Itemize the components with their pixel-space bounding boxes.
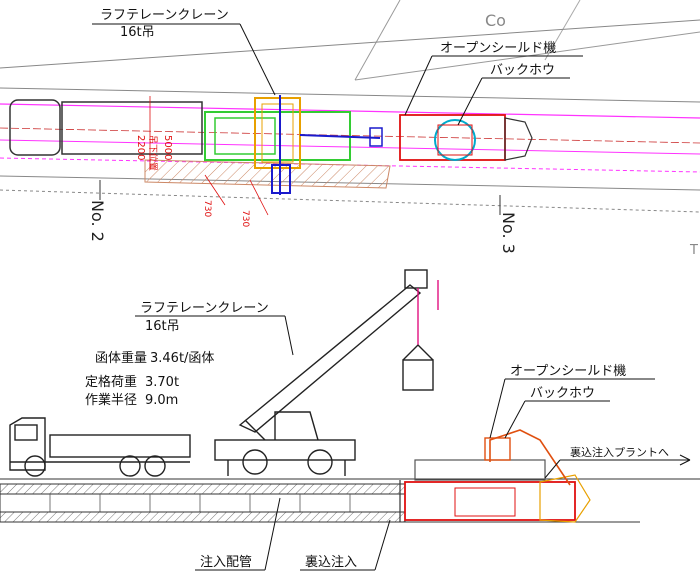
shield-cutter-plan [504, 117, 533, 161]
alignment-line [0, 87, 700, 103]
dim-small-a: 730 [202, 200, 212, 217]
crane-cab-plan [271, 164, 291, 194]
plan-shield-leader [404, 55, 433, 116]
plan-crane-title: ラフテレーンクレーン [100, 8, 229, 23]
culvert-box [0, 493, 406, 513]
crane-carrier [214, 439, 356, 461]
sling [402, 344, 434, 361]
crane-outrigger-frame [254, 97, 301, 169]
dim-length-label: 5000 [162, 135, 173, 160]
hoisted-box [402, 359, 434, 391]
spec-weight-label: 函体重量 [95, 350, 147, 366]
elev-backhoe-label: バックホウ [530, 386, 595, 401]
crane-carrier-plan [214, 117, 276, 155]
elev-backhoe-leader [504, 400, 526, 439]
alignment-line [0, 19, 700, 69]
edge-letter: T [689, 243, 698, 258]
elev-crane-title: ラフテレーンクレーン [140, 301, 269, 316]
crane-boom-plan [299, 134, 381, 139]
shield-body [404, 481, 576, 521]
truck-wheel-rear [119, 455, 141, 477]
crane-wheel-front [242, 449, 268, 475]
dump-truck [9, 417, 191, 477]
plan-view: 2200 吊下位置 5000 730 730 No. 2 No. 3 Co T … [0, 0, 700, 258]
truck-wheel-front [24, 455, 46, 477]
backfill-label: 裏込注入 [305, 555, 357, 570]
truck-window [14, 424, 38, 441]
road-edge-line [544, 0, 581, 61]
truck-cab-plan [9, 99, 61, 156]
plan-crane-capacity: 16t吊 [120, 25, 155, 40]
plan-crane-leader [239, 23, 276, 96]
elev-crane-capacity: 16t吊 [145, 319, 180, 334]
culvert-segments [49, 494, 351, 512]
dim-line-730b [249, 179, 269, 216]
road-edge-line [354, 0, 401, 81]
crane-plan [204, 95, 383, 195]
dim-hoist-label: 吊下位置 [147, 135, 159, 171]
station-label-left: No. 2 [88, 200, 107, 242]
ground-surface [0, 483, 406, 495]
elev-crane-leader [284, 315, 294, 356]
truck-bed-plan [61, 101, 203, 155]
spec-load-value: 3.70t [145, 375, 179, 390]
crane-hook-plan [369, 127, 383, 147]
elev-shield-leader [489, 378, 506, 439]
dim-line-730a [204, 174, 226, 206]
boom-cylinder [244, 419, 266, 441]
shield-cutter [539, 474, 591, 523]
backhoe-cab [484, 437, 511, 461]
corner-label: Co [485, 11, 506, 30]
base-layer [0, 511, 406, 523]
truck-bed [49, 434, 191, 458]
pipe-label: 注入配管 [200, 555, 252, 570]
spec-radius-value: 9.0m [145, 393, 178, 408]
shield-compartment [454, 487, 516, 517]
crane-elevation [214, 269, 439, 476]
spec-load-label: 定格荷重 [85, 374, 137, 390]
crane-boom [238, 284, 422, 433]
dim-width-label: 2200 [135, 135, 146, 160]
shield-upper-frame [414, 459, 546, 481]
backfill-leader [374, 519, 391, 571]
elevation-view: 函体重量 3.46t/函体 定格荷重 3.70t 作業半径 9.0m ラフテレー… [0, 269, 700, 571]
station-label-right: No. 3 [499, 212, 518, 254]
dim-small-b: 730 [240, 210, 250, 227]
spec-radius-label: 作業半径 [85, 392, 137, 408]
alignment-line [0, 189, 700, 213]
shield-plan [399, 114, 533, 161]
plan-shield-label: オープンシールド機 [440, 41, 556, 56]
plant-arrow [679, 454, 691, 466]
boom-head [404, 269, 428, 289]
truck-cab [9, 417, 46, 471]
backhoe-plan [434, 119, 476, 161]
plan-backhoe-leader [457, 77, 483, 126]
backhoe-arm [489, 429, 571, 486]
pipe-leader [264, 497, 281, 571]
crane-outrigger-inner [261, 103, 294, 163]
plan-backhoe-label: バックホウ [490, 63, 555, 78]
excavation-zone [144, 159, 391, 189]
crane-cab [274, 411, 319, 441]
spec-weight-value: 3.46t/函体 [150, 351, 214, 366]
truck-wheel-rear2 [144, 455, 166, 477]
crane-wheel-rear [307, 449, 333, 475]
shield-elevation [404, 429, 591, 523]
backhoe-base-plan [437, 124, 473, 156]
plant-leader [544, 459, 561, 479]
centerline [0, 127, 700, 144]
elev-shield-label: オープンシールド機 [510, 364, 626, 379]
plant-label: 裏込注入プラントへ [570, 445, 669, 459]
